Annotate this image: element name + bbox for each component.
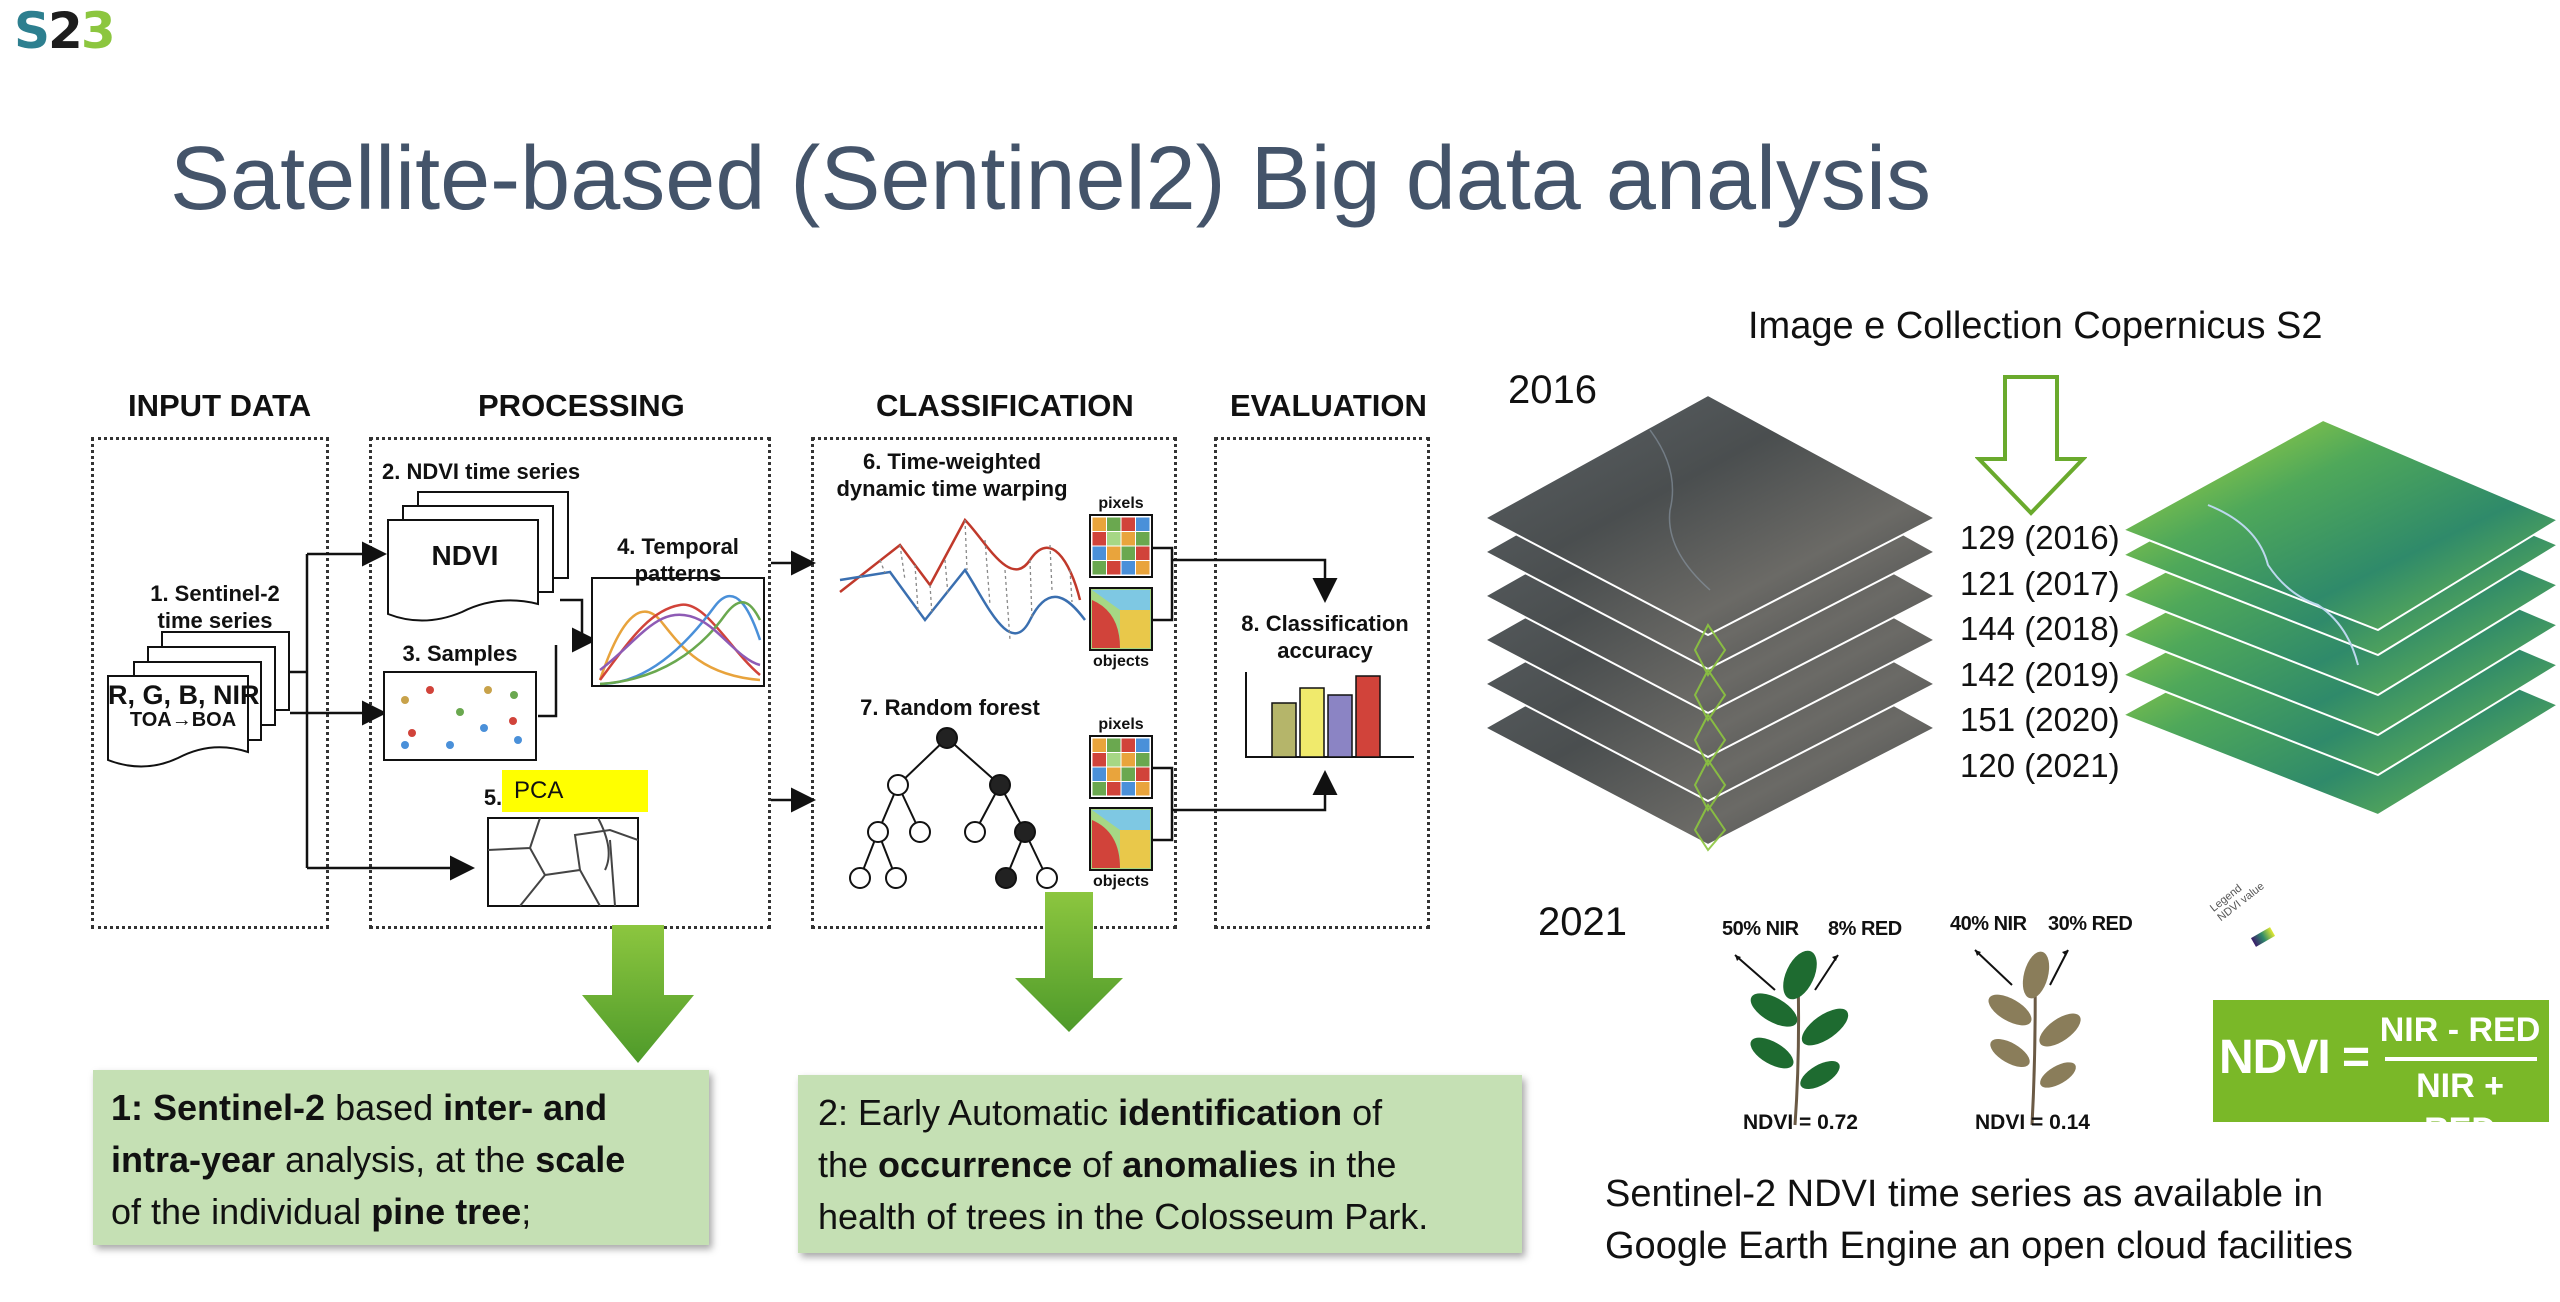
toa-boa-label: TOA→BOA [129,709,237,731]
result-box-2: 2: Early Automatic identification of the… [798,1075,1522,1253]
formula-numerator: NIR - RED [2379,1011,2541,1049]
caption-line-2: Google Earth Engine an open cloud facili… [1605,1225,2353,1267]
count-2021: 120 (2021) [1960,746,2120,784]
ndvi-stack-icon [387,491,569,622]
formula-denominator: NIR + RED [2416,1067,2504,1149]
pixels-label-bottom: pixels [1098,716,1144,733]
objects-label-top: objects [1092,653,1149,670]
pixels-label-top: pixels [1098,495,1144,512]
count-2016: 129 (2016) [1960,519,2120,556]
samples-label: 3. Samples [402,641,518,666]
bands-label: R, G, B, NIR [108,680,260,710]
pixels-grid-bottom [1089,735,1153,799]
input-data-box [91,437,329,929]
healthy-red-label: 8% RED [1828,918,1902,940]
formula-lhs: NDVI = [2219,1031,2370,1084]
slide-title: Satellite-based (Sentinel2) Big data ana… [170,129,1932,229]
random-forest-label: 7. Random forest [860,695,1040,720]
objects-label-bottom: objects [1092,873,1149,890]
sentinel-stack-icon [107,631,290,768]
ndvi-legend-colorbar [2250,927,2276,947]
ndvi-formula: NDVI = NIR - RED NIR + RED [2213,1000,2549,1149]
year-start-label: 2016 [1508,368,1597,412]
green-down-arrow-2 [1015,892,1123,1032]
header-classification: CLASSIFICATION [876,388,1134,423]
stressed-ndvi-value: NDVI = 0.14 [1975,1111,2090,1134]
dtw-curves-icon [839,517,1086,641]
temporal-patterns-chart [591,577,765,687]
header-input-data: INPUT DATA [128,388,312,423]
pixels-grid-top [1089,514,1153,578]
healthy-plant-icon [1734,950,1849,1126]
satellite-image-stack [1482,393,1938,852]
workflow-graphics [107,491,1414,907]
green-down-arrow-1 [582,925,694,1063]
pca-number: 5. [483,785,503,810]
stressed-red-label: 30% RED [2048,913,2133,935]
pca-map-icon [487,817,639,907]
objects-icon-top [1089,587,1153,651]
collection-down-arrow [1975,375,2087,516]
samples-icon [383,671,537,761]
count-2020: 151 (2020) [1960,701,2120,738]
year-end-label: 2021 [1538,900,1627,944]
image-counts-list: 129 (2016) 121 (2017) 144 (2018) 142 (20… [1960,515,2120,788]
image-collection-title: Image e Collection Copernicus S2 [1748,305,2323,347]
evaluation-box [1214,437,1430,929]
result-box-1: 1: Sentinel-2 based inter- and intra-yea… [93,1070,709,1245]
objects-icon-bottom [1089,807,1153,871]
count-2018: 144 (2018) [1960,610,2120,647]
random-forest-tree [849,727,1058,889]
healthy-ndvi-value: NDVI = 0.72 [1743,1111,1858,1134]
count-2017: 121 (2017) [1960,564,2120,602]
formula-fraction-bar [2385,1057,2537,1061]
count-2019: 142 (2019) [1960,655,2120,693]
stressed-nir-label: 40% NIR [1950,913,2027,935]
healthy-nir-label: 50% NIR [1722,918,1799,940]
caption-line-1: Sentinel-2 NDVI time series as available… [1605,1173,2324,1215]
accuracy-bar-chart [1245,672,1414,758]
stressed-plant-icon [1974,949,2081,1126]
ndvi-card-label: NDVI [431,540,499,571]
header-evaluation: EVALUATION [1230,388,1427,423]
processing-box [369,437,771,929]
header-processing: PROCESSING [478,388,685,423]
ndvi-image-stack [2120,418,2560,817]
s23-logo: S23 [14,2,116,60]
ndvi-series-label: 2. NDVI time series [382,459,581,484]
pca-label: PCA [502,770,648,812]
classification-box [811,437,1177,929]
